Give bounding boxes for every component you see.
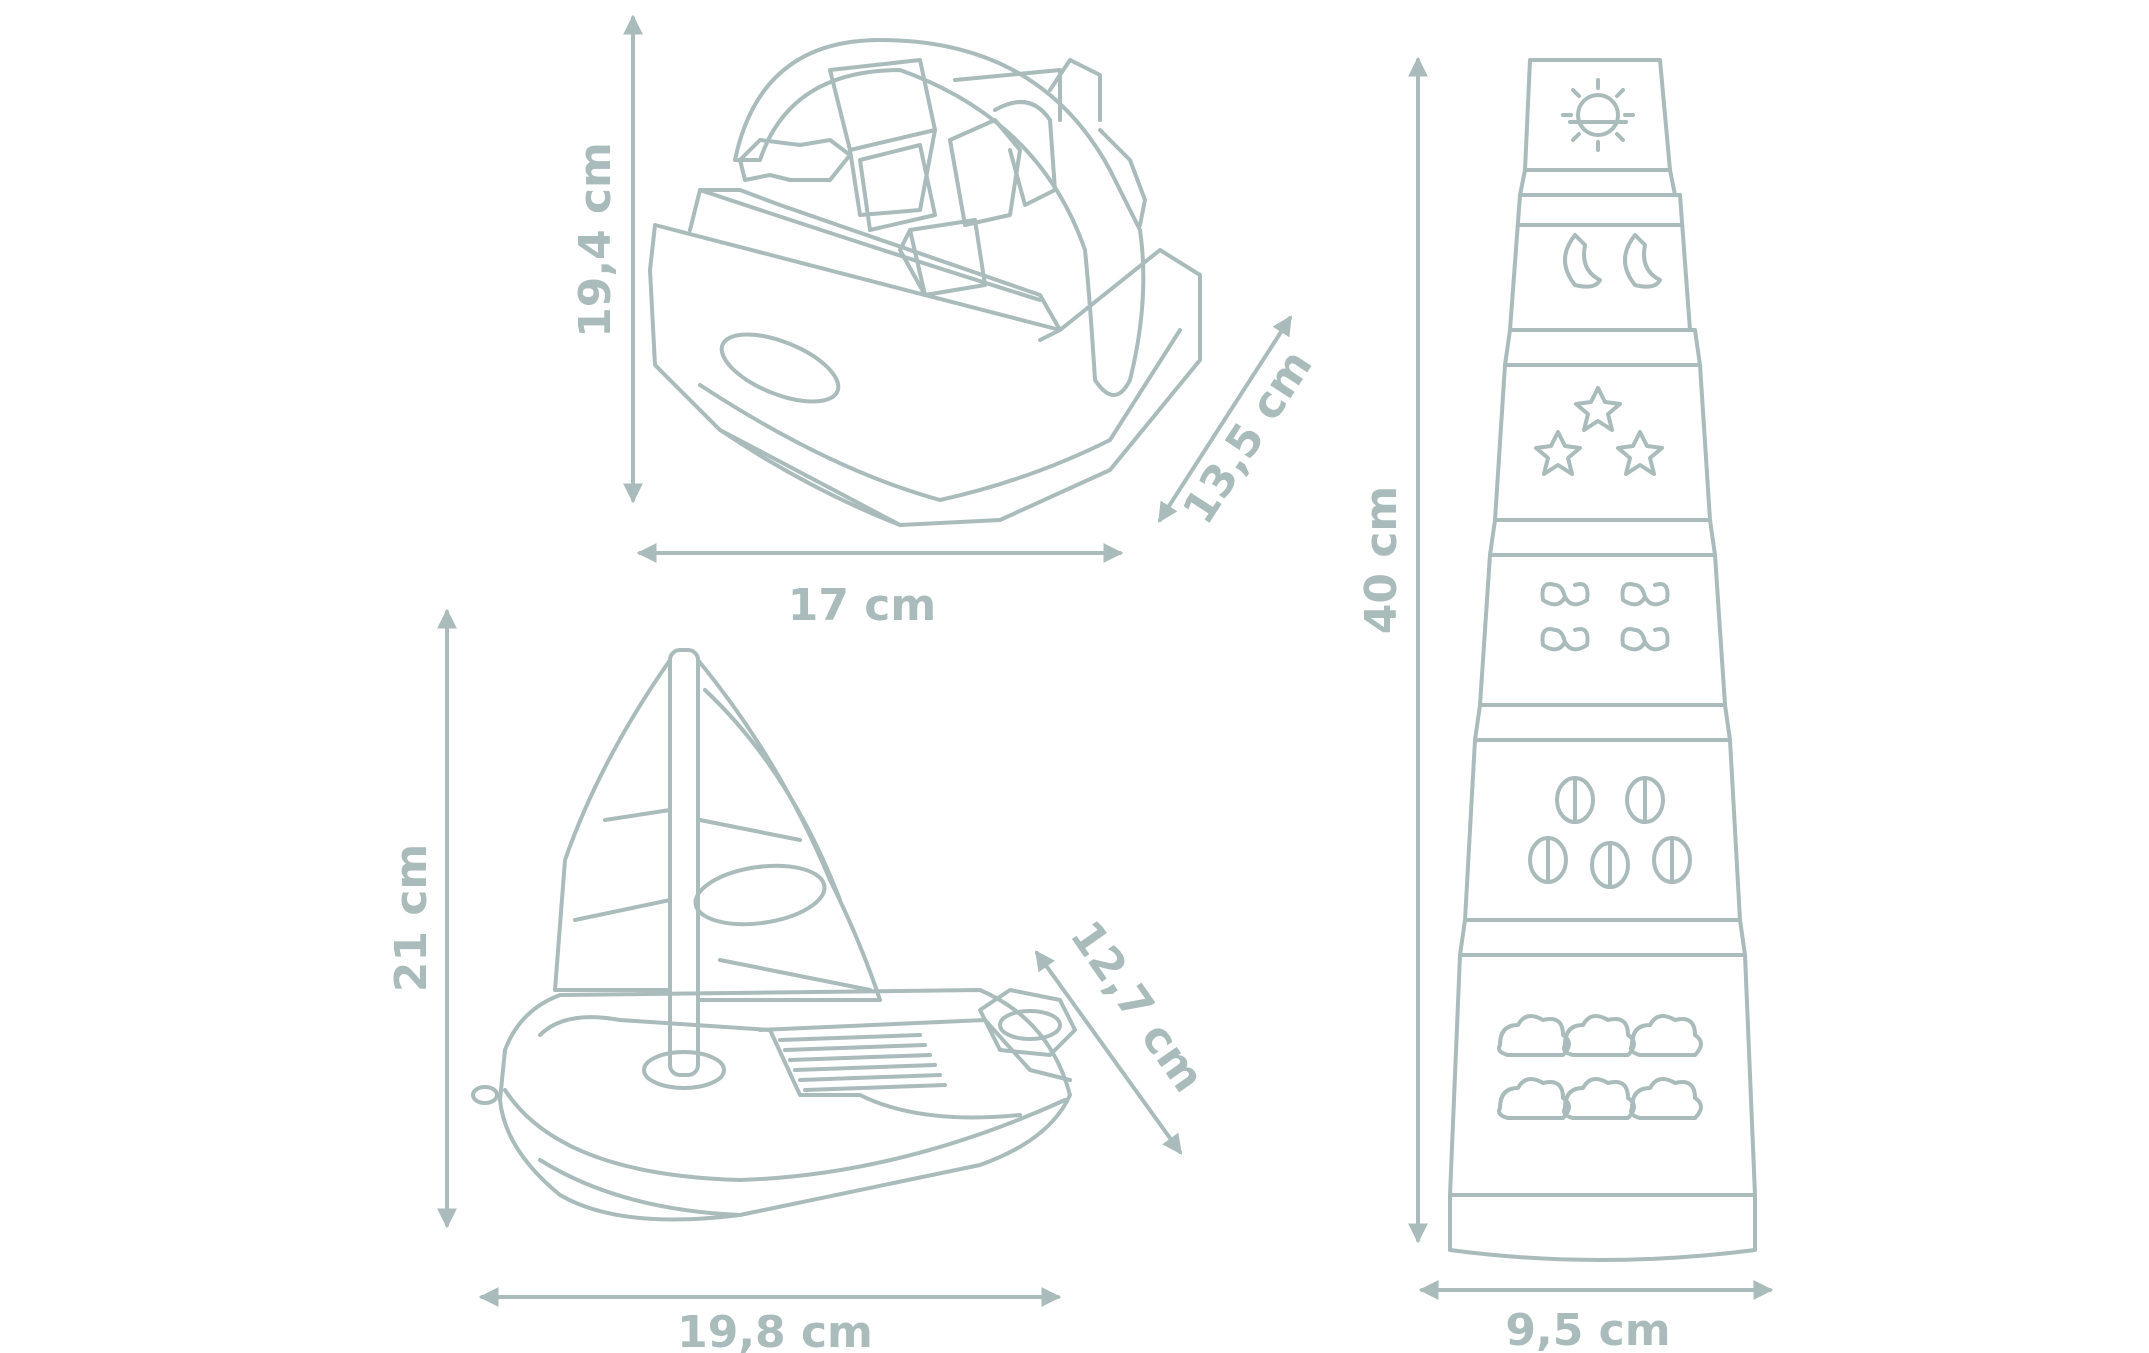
tower-width-label: 9,5 cm [1505,1305,1670,1353]
sailboat-width-label: 19,8 cm [677,1307,873,1353]
butterfly-icon [1540,582,1670,652]
cloud-icon [1497,1014,1703,1120]
ladybug-icon [1528,776,1692,889]
tower-height-label: 40 cm [1356,486,1407,634]
sailboat-depth-arrow [1035,950,1182,1155]
stacking-tower-illustration [1448,58,1757,1262]
star-icon [1534,386,1664,476]
sorter-width-label: 17 cm [788,580,936,631]
shape-sorter-illustration [648,38,1202,527]
moon-icon [1563,233,1662,289]
sorter-height-label: 19,4 cm [570,142,621,338]
sorter-depth-arrow [1158,315,1292,523]
sailboat-height-label: 21 cm [386,844,437,992]
sailboat-illustration [471,648,1077,1222]
sun-icon [1561,78,1635,152]
sailboat-depth-label: 12,7 cm [1060,912,1214,1102]
sorter-depth-label: 13,5 cm [1173,341,1322,533]
